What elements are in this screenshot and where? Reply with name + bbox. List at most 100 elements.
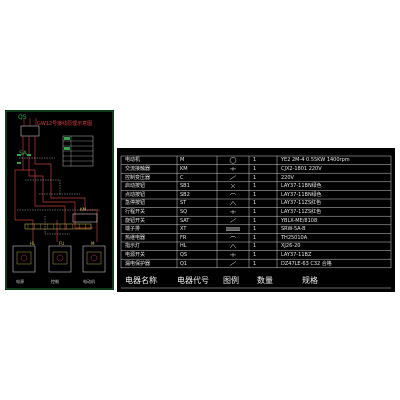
part-name: 电动机 <box>125 157 141 164</box>
part-name: 点动按钮 <box>125 191 146 198</box>
component-inner <box>16 251 32 265</box>
part-symbol-icon <box>229 261 237 266</box>
component-inner <box>52 251 68 265</box>
part-spec: LAY37-11ZS红色 <box>281 209 322 215</box>
contactor-box <box>72 213 98 223</box>
note-power: 电源 <box>16 279 24 284</box>
part-symbol-icon <box>225 227 240 231</box>
ground-mark <box>17 154 21 156</box>
part-qty: 1 <box>253 260 257 267</box>
schematic-frame <box>5 110 114 290</box>
ground-mark <box>17 162 21 164</box>
part-qty: 1 <box>253 157 257 164</box>
label-fu: FU <box>59 241 65 246</box>
part-code: C <box>180 174 184 181</box>
part-name: 热继电器 <box>125 234 146 241</box>
part-spec: YE2 2M-4 0.55KW 1400rpm <box>281 157 350 164</box>
note-control: 控制 <box>51 279 59 284</box>
part-qty: 1 <box>253 183 257 190</box>
part-qty: 1 <box>253 252 257 258</box>
part-symbol-icon <box>229 218 237 223</box>
header-spec: 规格 <box>302 276 318 285</box>
component-box <box>82 245 106 273</box>
control-wire <box>50 188 86 210</box>
part-spec: 220V <box>281 174 294 181</box>
part-qty: 1 <box>253 191 257 198</box>
label-qs: QS <box>18 114 27 121</box>
part-name: 电源开关 <box>125 252 146 258</box>
component-terminal <box>90 254 98 262</box>
schematic-title: GW12号接线原理示意图 <box>37 121 93 127</box>
label-hl: HL <box>30 241 36 246</box>
control-wire <box>42 188 75 203</box>
info-marker <box>64 147 70 150</box>
header-symbol: 图例 <box>223 276 239 285</box>
part-name: 行程开关 <box>125 209 146 215</box>
part-spec: CJX2-1801 220V <box>281 166 322 172</box>
part-spec: LAY37-11BZ <box>281 252 312 258</box>
control-wire <box>34 136 52 188</box>
part-code: XT <box>180 226 187 233</box>
part-spec: XJ26-20 <box>281 243 301 250</box>
part-name: 交流接触器 <box>125 166 151 172</box>
part-qty: 1 <box>253 226 257 233</box>
control-wire <box>74 202 93 229</box>
ground-mark <box>27 154 31 156</box>
part-name: 指示灯 <box>125 243 141 250</box>
part-qty: 1 <box>253 217 257 224</box>
part-symbol-icon <box>229 235 237 238</box>
signal-wire <box>44 216 70 235</box>
part-spec: LAY37-11BN绿色 <box>281 183 322 190</box>
part-code: KM <box>180 166 188 172</box>
part-code: SB1 <box>180 183 190 190</box>
part-symbol-icon <box>230 166 236 171</box>
qs-switch-block <box>20 125 40 137</box>
control-wire <box>14 169 23 220</box>
part-code: SB2 <box>180 191 190 198</box>
part-symbol-icon <box>230 183 236 189</box>
part-symbol-icon <box>229 157 237 164</box>
part-name: 控制变压器 <box>125 174 151 181</box>
part-name: 漏电保护器 <box>125 260 151 267</box>
part-code: ST <box>180 200 187 207</box>
part-spec: DZ47LE-63 C32 合格 <box>281 260 332 267</box>
part-name: 启动按钮 <box>125 183 146 190</box>
part-name: 端子排 <box>125 226 141 233</box>
part-symbol-icon <box>229 200 237 206</box>
part-qty: 1 <box>253 209 257 215</box>
parts-table-grid <box>120 155 392 289</box>
part-name: 急停按钮 <box>125 200 146 207</box>
part-symbol-icon <box>230 252 236 257</box>
part-spec: YBLX-ME/8108 <box>281 217 318 224</box>
control-wire <box>15 219 34 242</box>
part-spec: LAY37-11ZS红色 <box>281 200 322 207</box>
component-inner <box>86 251 102 265</box>
part-qty: 1 <box>253 200 257 207</box>
part-code: FR <box>180 234 187 241</box>
part-qty: 1 <box>253 166 257 172</box>
part-code: QS <box>180 252 188 258</box>
signal-wire <box>25 179 61 194</box>
part-spec: TH25010A <box>281 234 308 241</box>
part-code: SQ <box>180 209 188 215</box>
info-marker <box>64 137 70 140</box>
wiring-schematic-drawing <box>5 110 114 290</box>
part-qty: 1 <box>253 174 257 181</box>
part-spec: SRW-5A-B <box>281 226 306 233</box>
part-spec: LAY37-11BN绿色 <box>281 191 322 198</box>
part-code: SAT <box>180 217 190 224</box>
terminal-strip <box>24 223 92 230</box>
header-name: 电器名称 <box>125 276 157 285</box>
header-code: 电器代号 <box>177 276 209 285</box>
part-symbol-icon <box>229 243 237 249</box>
label-km: KM <box>80 207 87 212</box>
part-qty: 1 <box>253 234 257 241</box>
part-symbol-icon <box>229 192 237 195</box>
component-terminal <box>56 254 64 262</box>
component-box <box>12 245 36 273</box>
part-code: Q1 <box>180 260 188 267</box>
note-motor: 电动机 <box>83 279 95 284</box>
label-m: M <box>91 241 95 246</box>
part-code: M <box>180 157 185 164</box>
